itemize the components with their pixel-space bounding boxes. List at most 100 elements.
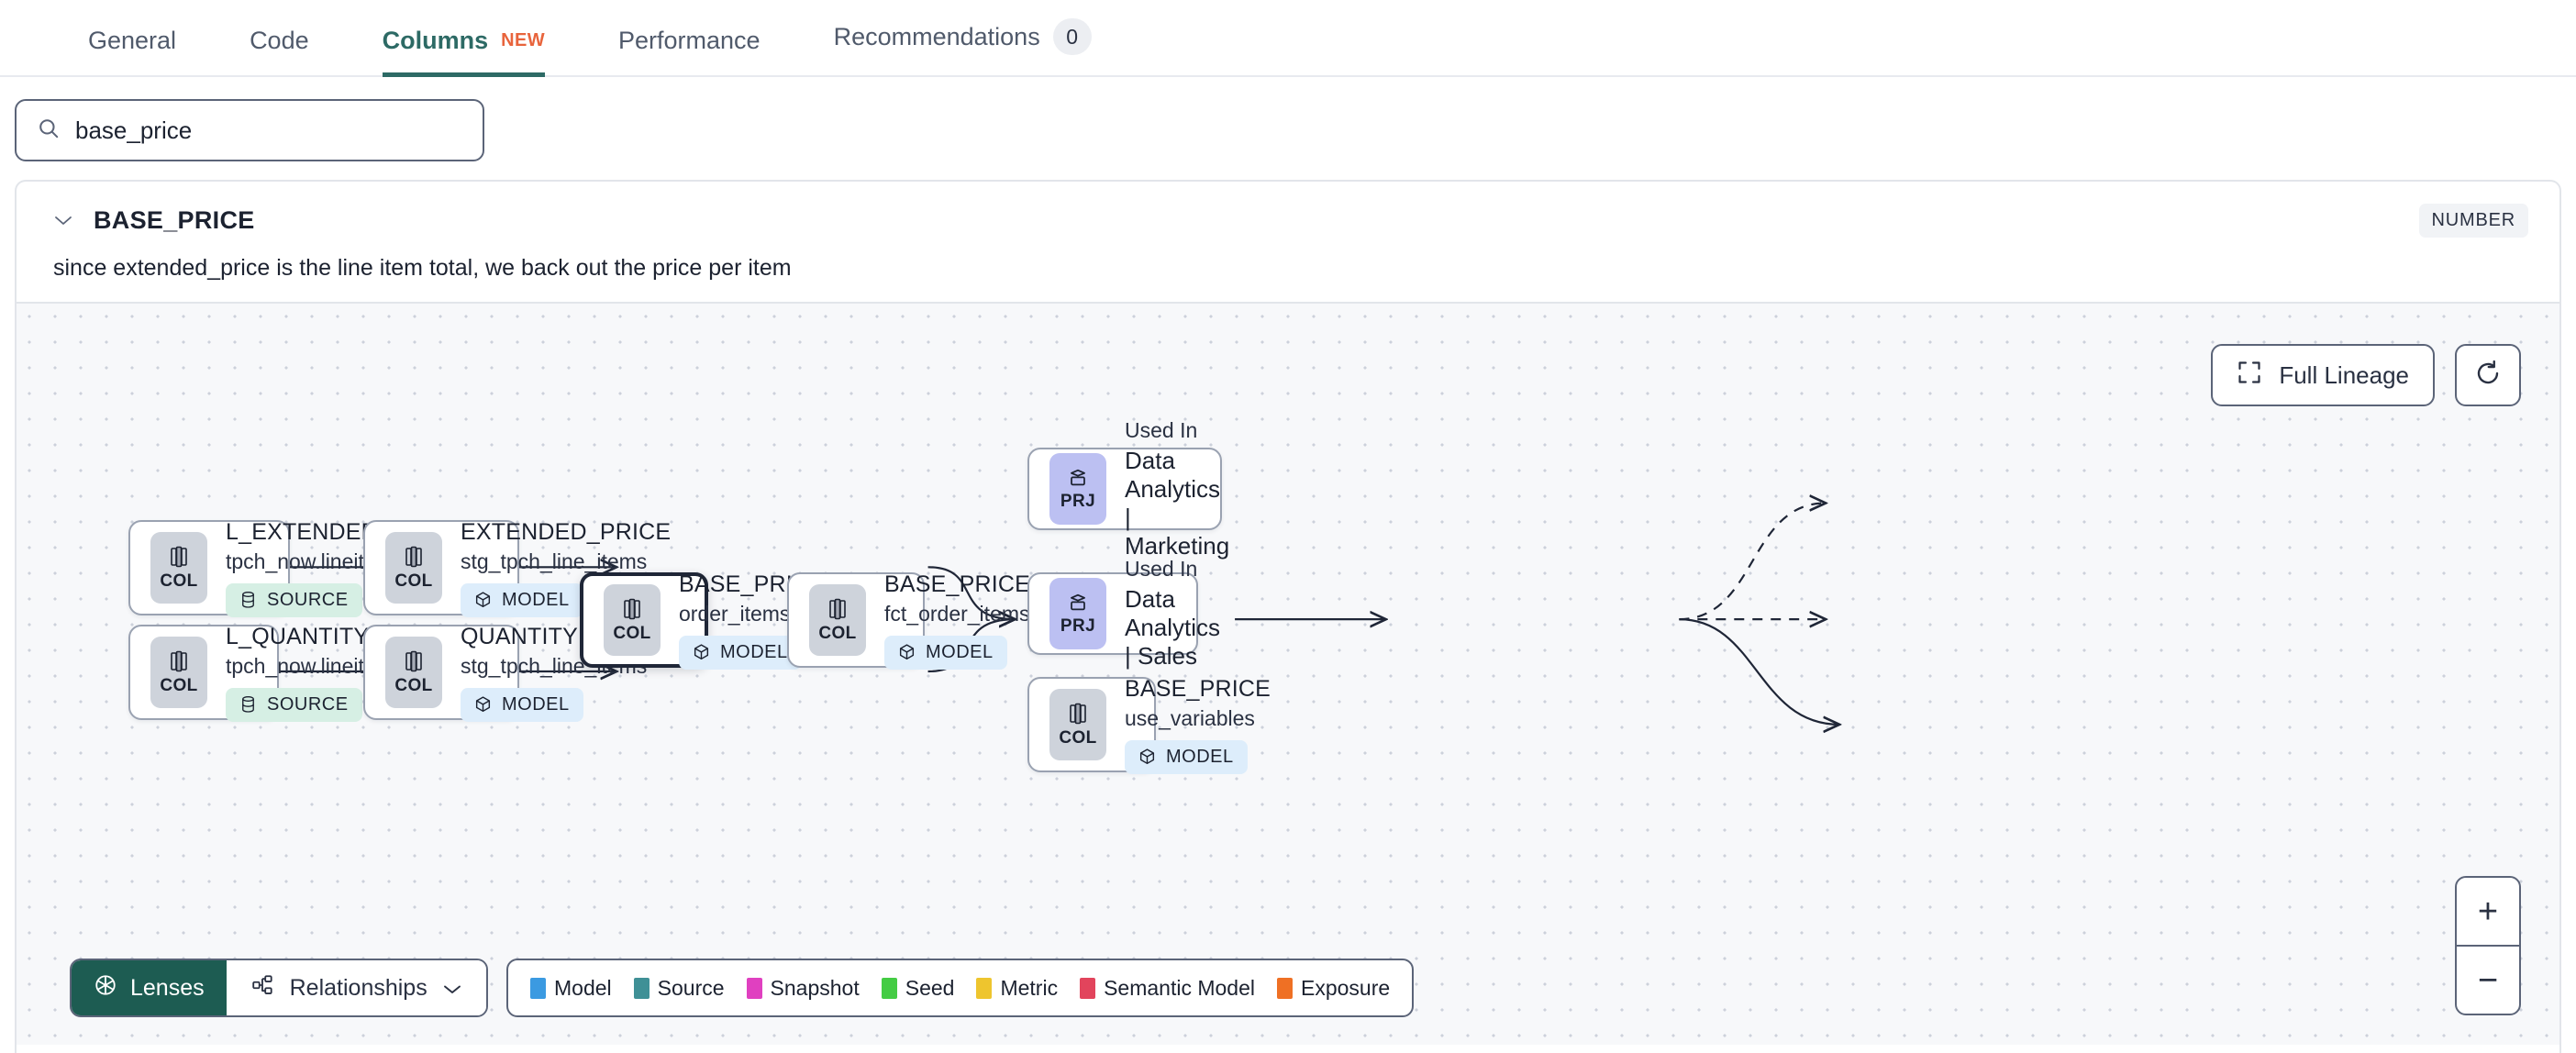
- node-type-tag: MODEL: [1125, 739, 1248, 774]
- col-icon: COL: [604, 584, 661, 656]
- legend-swatch: [530, 977, 546, 999]
- page-title: BASE_PRICE: [94, 205, 255, 234]
- column-type-badge: NUMBER: [2418, 203, 2528, 238]
- lineage-node-l-extendedprice[interactable]: COL L_EXTENDEDPRICE tpch_now.lineitem SO…: [128, 519, 449, 617]
- prj-icon-label: PRJ: [1060, 491, 1096, 511]
- tab-general[interactable]: General: [51, 27, 213, 75]
- tab-recommendations[interactable]: Recommendations 0: [797, 18, 1128, 75]
- col-icon: COL: [385, 637, 442, 708]
- lineage-edges: [270, 304, 2559, 1045]
- col-icon-label: COL: [1059, 727, 1097, 748]
- search-icon: [37, 116, 61, 145]
- full-lineage-label: Full Lineage: [2279, 360, 2409, 389]
- database-icon: [242, 695, 254, 713]
- tab-code[interactable]: Code: [213, 27, 346, 75]
- cube-icon: [475, 592, 491, 608]
- col-icon-label: COL: [160, 571, 198, 591]
- column-card: BASE_PRICE NUMBER since extended_price i…: [15, 180, 2561, 1053]
- node-tag-label: MODEL: [502, 589, 570, 610]
- node-tag-label: MODEL: [720, 641, 788, 662]
- chevron-down-icon[interactable]: [48, 208, 79, 232]
- legend-item-snapshot: Snapshot: [746, 975, 860, 1001]
- legend-label: Snapshot: [770, 975, 860, 1000]
- lineage-node-base-price-order-items[interactable]: COL BASE_PRICE order_items MODEL: [580, 571, 825, 670]
- tab-label: Recommendations: [833, 22, 1040, 50]
- legend-swatch: [633, 977, 650, 999]
- col-icon: COL: [385, 532, 442, 604]
- prj-icon-label: PRJ: [1060, 615, 1096, 636]
- lenses-label: Lenses: [130, 974, 205, 1001]
- node-used-in-label: Used In: [1125, 557, 1198, 581]
- legend-label: Exposure: [1301, 975, 1391, 1000]
- lineage-node-extended-price[interactable]: COL EXTENDED_PRICE stg_tpch_line_items M…: [363, 519, 671, 617]
- node-project-name: Data Analytics | Sales: [1125, 585, 1221, 670]
- lineage-node-base-price-fct-order-items[interactable]: COL BASE_PRICE fct_order_items MODEL: [787, 571, 1030, 670]
- project-icon: [1071, 469, 1085, 485]
- expand-icon: [2237, 360, 2262, 392]
- lineage-node-l-quantity[interactable]: COL L_QUANTITY tpch_now.lineitem SOURCE: [128, 624, 394, 722]
- node-subtitle: order_items: [679, 601, 791, 626]
- legend-label: Seed: [905, 975, 955, 1000]
- legend-item-exposure: Exposure: [1277, 976, 1390, 1001]
- tab-columns[interactable]: Columns NEW: [346, 27, 582, 77]
- cube-icon: [694, 644, 709, 660]
- node-type-tag: SOURCE: [226, 582, 362, 617]
- node-subtitle: stg_tpch_line_items: [461, 549, 648, 573]
- node-tag-label: MODEL: [926, 641, 994, 662]
- node-tag-label: MODEL: [502, 693, 570, 715]
- relationships-label: Relationships: [289, 974, 427, 1001]
- legend-item-source: Source: [633, 975, 725, 1001]
- relationships-icon: [250, 973, 275, 1003]
- legend-swatch: [976, 977, 993, 999]
- cube-icon: [1139, 748, 1155, 765]
- node-used-in-label: Used In: [1125, 417, 1198, 442]
- tab-new-badge: NEW: [501, 30, 545, 50]
- zoom-in-button[interactable]: +: [2457, 878, 2519, 947]
- relationships-button[interactable]: Relationships: [226, 960, 486, 1015]
- search-area: [0, 77, 2576, 180]
- full-lineage-button[interactable]: Full Lineage: [2211, 344, 2435, 406]
- legend-label: Source: [657, 975, 725, 1000]
- col-icon: COL: [1049, 689, 1106, 760]
- zoom-controls: + −: [2455, 876, 2521, 1015]
- legend-label: Metric: [1000, 975, 1059, 1000]
- col-icon-label: COL: [160, 675, 198, 695]
- node-subtitle: use_variables: [1125, 705, 1255, 730]
- node-name: BASE_PRICE: [1125, 675, 1271, 702]
- col-icon-label: COL: [613, 623, 651, 643]
- lineage-node-base-price-use-variables[interactable]: COL BASE_PRICE use_variables MODEL: [1027, 676, 1271, 774]
- node-project-name: Data Analytics | Marketing: [1125, 446, 1230, 560]
- lineage-legend: Model Source Snapshot Seed Metric Semant…: [506, 959, 1415, 1017]
- tab-bar: General Code Columns NEW Performance Rec…: [0, 0, 2576, 77]
- lineage-node-project-sales[interactable]: PRJ Used In Data Analytics | Sales: [1027, 557, 1220, 670]
- refresh-button[interactable]: [2455, 344, 2521, 406]
- node-name: BASE_PRICE: [884, 571, 1031, 597]
- tab-label: Code: [250, 27, 309, 54]
- col-icon-label: COL: [394, 675, 433, 695]
- lineage-canvas[interactable]: COL L_EXTENDEDPRICE tpch_now.lineitem SO…: [17, 302, 2559, 1045]
- column-header: BASE_PRICE NUMBER: [17, 182, 2559, 238]
- col-icon: COL: [150, 637, 207, 708]
- database-icon: [242, 591, 254, 608]
- col-icon-label: COL: [394, 571, 433, 591]
- zoom-out-button[interactable]: −: [2477, 960, 2499, 1000]
- tab-performance[interactable]: Performance: [582, 27, 797, 75]
- lineage-node-project-marketing[interactable]: PRJ Used In Data Analytics | Marketing: [1027, 418, 1229, 560]
- node-type-tag: SOURCE: [226, 687, 362, 722]
- node-type-tag: MODEL: [679, 635, 802, 670]
- lineage-node-quantity[interactable]: COL QUANTITY stg_tpch_line_items MODEL: [363, 624, 647, 722]
- legend-label: Model: [554, 975, 612, 1000]
- node-type-tag: MODEL: [461, 582, 583, 617]
- lenses-button[interactable]: Lenses: [72, 960, 227, 1015]
- project-icon: [1071, 593, 1085, 610]
- column-description: since extended_price is the line item to…: [53, 255, 792, 281]
- legend-item-model: Model: [530, 976, 612, 1001]
- search-box[interactable]: [15, 99, 484, 161]
- lenses-relationships-group: Lenses Relationships: [70, 959, 488, 1017]
- aperture-icon: [94, 973, 117, 1003]
- legend-swatch: [746, 977, 762, 999]
- search-input[interactable]: [75, 116, 462, 145]
- node-type-tag: MODEL: [461, 687, 583, 722]
- legend-swatch: [1277, 977, 1293, 999]
- legend-item-metric: Metric: [976, 976, 1058, 1001]
